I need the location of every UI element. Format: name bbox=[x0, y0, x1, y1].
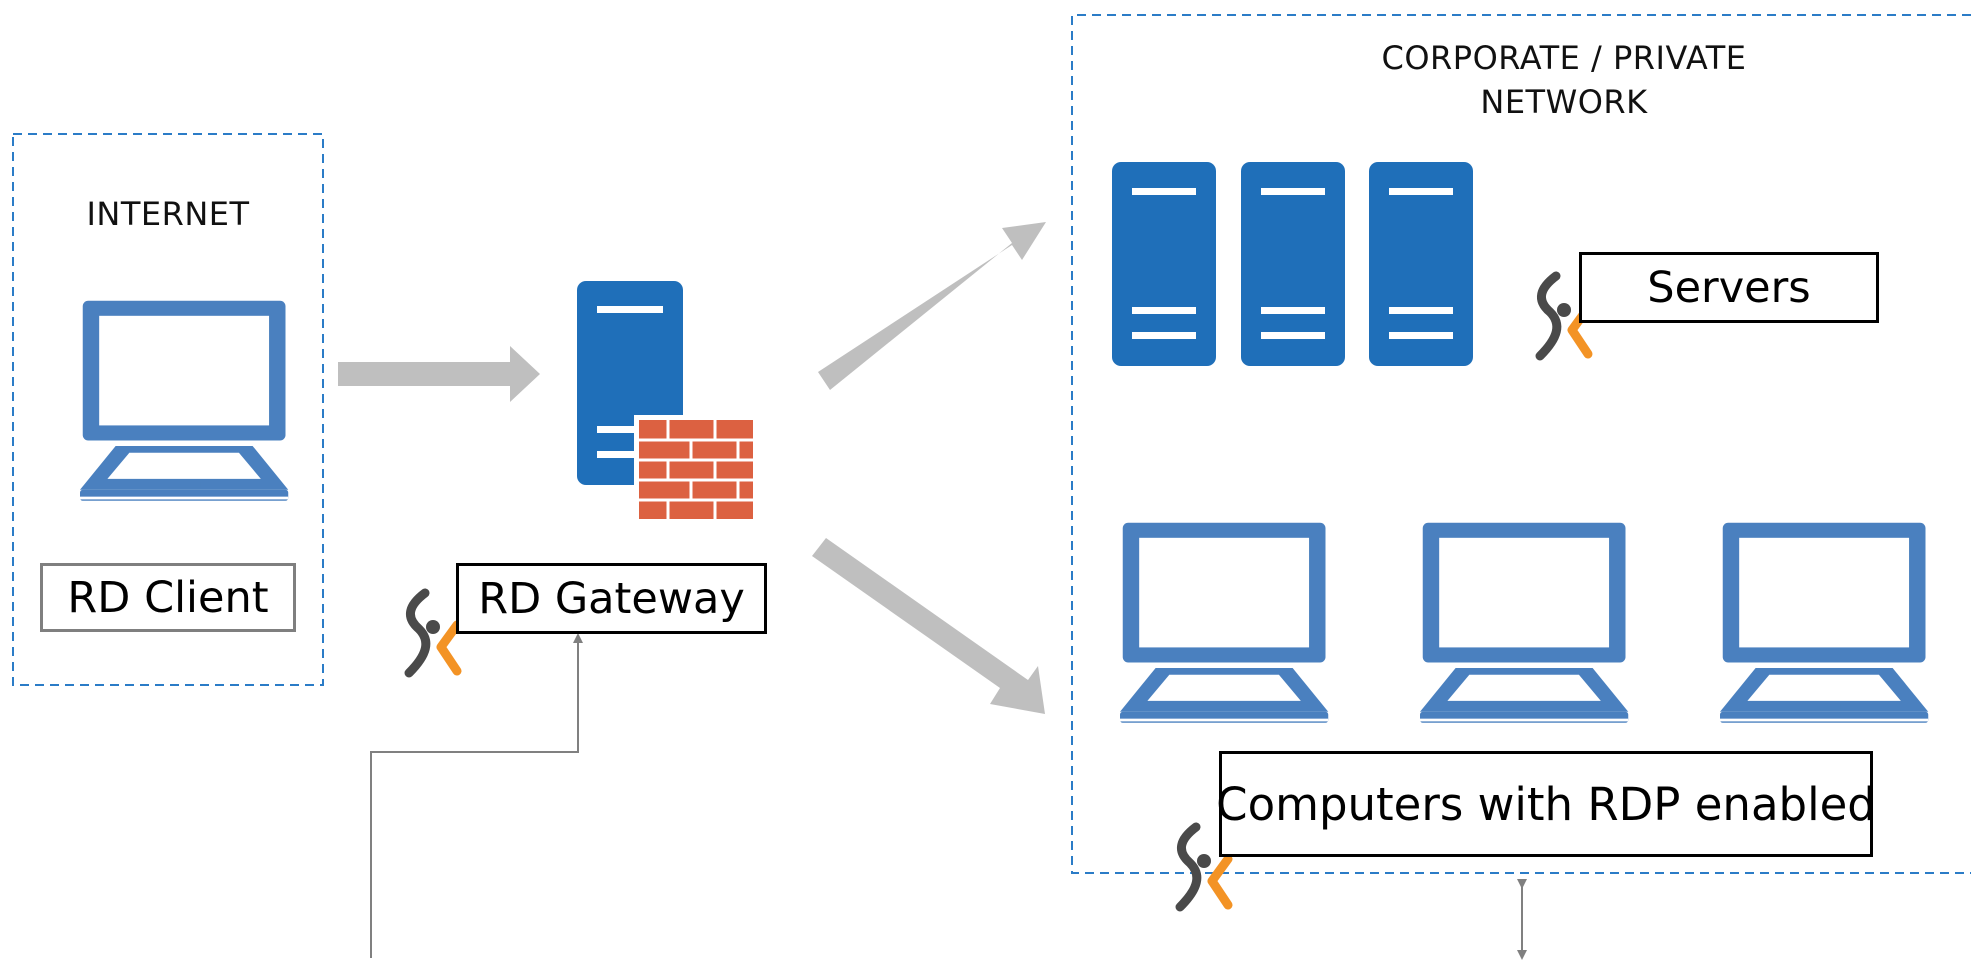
firewall-icon bbox=[634, 415, 756, 521]
flow-arrow-client-to-gateway bbox=[338, 346, 540, 402]
server-icon bbox=[1241, 162, 1345, 366]
computers-label: Computers with RDP enabled bbox=[1216, 751, 1876, 857]
corporate-zone bbox=[1071, 14, 1971, 874]
computer-laptop-icon bbox=[1420, 522, 1629, 723]
internet-zone bbox=[12, 133, 324, 686]
servers-label: Servers bbox=[1579, 252, 1879, 323]
flow-arrow-gateway-to-servers bbox=[818, 222, 1046, 390]
rd-client-label: RD Client bbox=[40, 563, 296, 632]
corporate-zone-title-line1: CORPORATE / PRIVATE bbox=[1381, 39, 1747, 77]
client-laptop-icon bbox=[80, 300, 289, 501]
computer-laptop-icon bbox=[1120, 522, 1329, 723]
internet-zone-title: INTERNET bbox=[86, 195, 250, 233]
computer-laptop-icon bbox=[1720, 522, 1929, 723]
corporate-zone-title-line2: NETWORK bbox=[1480, 83, 1648, 121]
flow-arrow-gateway-to-computers bbox=[812, 538, 1045, 714]
gateway-connector-line bbox=[370, 633, 583, 958]
server-icon bbox=[1112, 162, 1216, 366]
rd-gateway-label: RD Gateway bbox=[456, 563, 767, 634]
gateway-sk-logo-icon bbox=[409, 593, 457, 673]
server-icon bbox=[1369, 162, 1473, 366]
